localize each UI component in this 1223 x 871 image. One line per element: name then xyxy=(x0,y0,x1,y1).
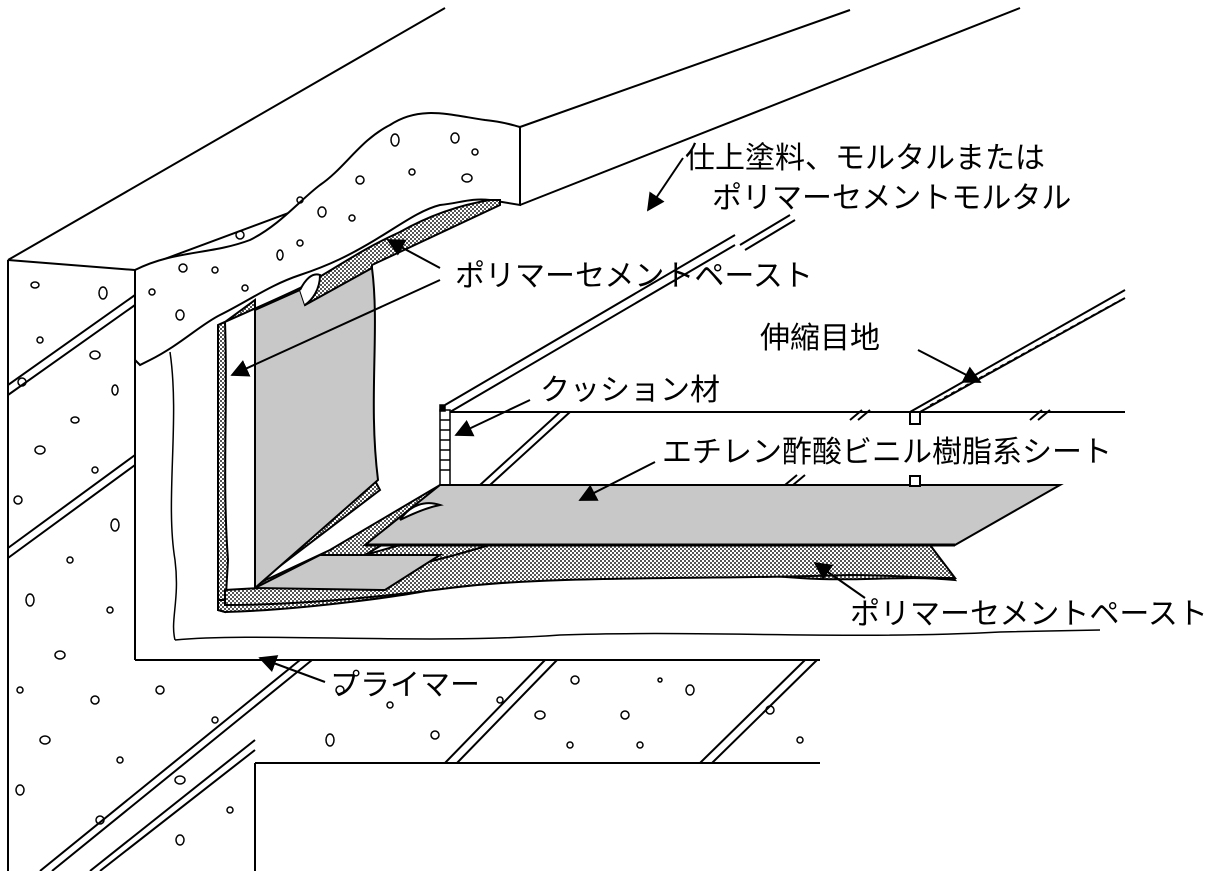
eva-sheet xyxy=(254,266,1064,592)
slab-top-surface xyxy=(440,214,1126,487)
leader-paste-lower xyxy=(813,561,866,599)
leader-sheet xyxy=(578,461,656,501)
concrete-structure xyxy=(7,7,1021,871)
leader-finish xyxy=(646,157,684,212)
leader-joint xyxy=(917,349,982,383)
label-paste-lower: ポリマーセメントペースト xyxy=(850,597,1208,632)
label-eva-sheet: エチレン酢酸ビニル樹脂系シート xyxy=(662,435,1112,470)
leader-lines xyxy=(230,157,982,683)
leader-cushion xyxy=(454,399,531,437)
label-paste-upper: ポリマーセメントペースト xyxy=(455,259,813,294)
label-finish-line2: ポリマーセメントモルタル xyxy=(712,181,1071,216)
label-primer: プライマー xyxy=(330,668,480,703)
label-cushion: クッション材 xyxy=(540,373,720,408)
finish-mortar-layer xyxy=(134,112,521,367)
aggregate-texture xyxy=(13,281,804,846)
leader-primer xyxy=(258,655,326,683)
cushion-material xyxy=(439,404,451,486)
primer-layer xyxy=(169,351,1101,641)
labels: 仕上塗料、モルタルまたは ポリマーセメントモルタル ポリマーセメントペースト 伸… xyxy=(330,141,1208,703)
label-expansion-joint: 伸縮目地 xyxy=(760,321,880,356)
leader-paste-upper-1 xyxy=(386,239,441,269)
label-finish-line1: 仕上塗料、モルタルまたは xyxy=(685,141,1045,176)
leader-paste-upper-2 xyxy=(230,279,441,377)
